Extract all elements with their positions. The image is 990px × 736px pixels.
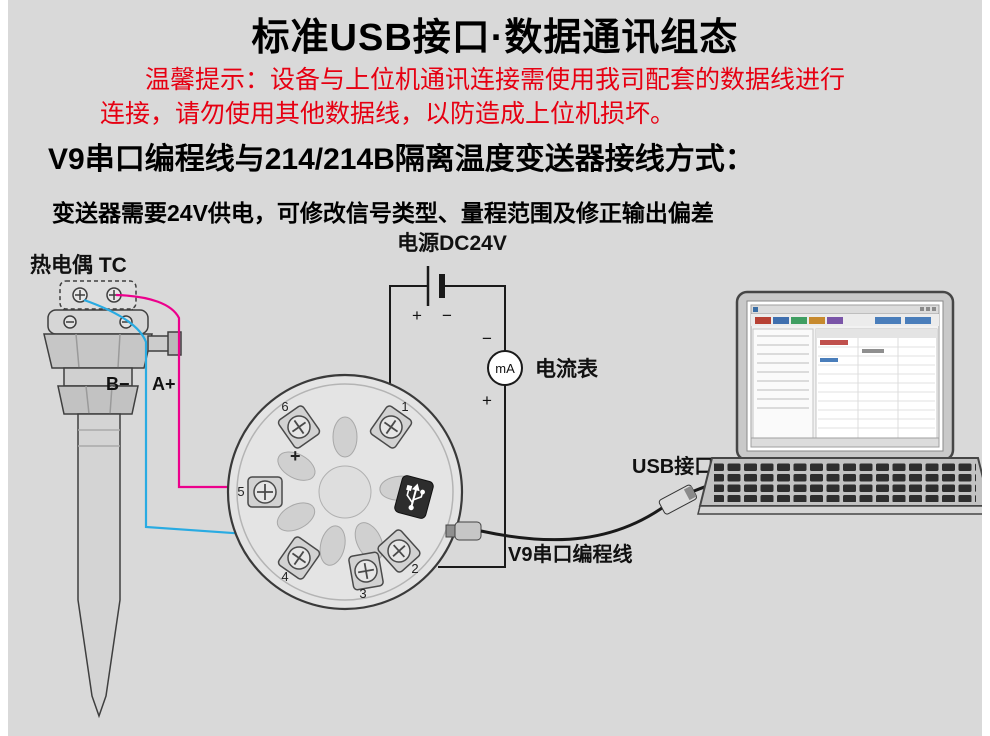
laptop-front-lip <box>697 505 990 515</box>
cable-connector <box>445 521 482 541</box>
laptop-screen-app <box>750 304 940 448</box>
transmitter-petals <box>276 416 421 566</box>
power-supply-label: 电源DC24V <box>397 232 507 255</box>
terminal-number-3: 3 <box>359 586 366 601</box>
terminal-screw-1 <box>369 405 413 449</box>
terminal-screw-5 <box>247 476 283 508</box>
thermocouple <box>43 280 182 719</box>
wire-battery-right <box>442 285 506 351</box>
wire-ammeter-loop <box>438 385 506 568</box>
laptop-keyboard <box>714 461 976 502</box>
ammeter-label: 电流表 <box>535 357 599 381</box>
ammeter-unit: mA <box>495 361 515 376</box>
thermocouple-probe-tube <box>77 413 121 719</box>
v9-cable-label: V9串口编程线 <box>508 542 632 566</box>
battery-symbol <box>389 266 506 424</box>
page-edge-left <box>0 0 8 736</box>
wire-a-label: A+ <box>152 374 176 394</box>
terminal-screw-6 <box>277 405 321 449</box>
temperature-transmitter: 1 2 3 4 5 6 + <box>226 373 464 611</box>
wire-b-label: B− <box>106 374 130 394</box>
wire-battery-left <box>389 285 428 424</box>
ammeter-plus-label: + <box>482 391 492 410</box>
usb-port-label: USB接口 <box>632 455 714 478</box>
terminal-number-5: 5 <box>237 484 244 499</box>
terminal-screw-3 <box>348 551 384 591</box>
sensor-wire-pink <box>115 293 250 489</box>
transmitter-plus-label: + <box>290 446 301 466</box>
section-description: 变送器需要24V供电，可修改信号类型、量程范围及修正输出偏差 <box>52 200 714 226</box>
section-subtitle: V9串口编程线与214/214B隔离温度变送器接线方式： <box>48 143 755 176</box>
terminal-number-6: 6 <box>281 399 288 414</box>
terminal-screw-2 <box>377 529 421 573</box>
page-title: 标准USB接口·数据通讯组态 <box>251 17 739 59</box>
ammeter: mA <box>438 350 523 568</box>
notice-line-2: 连接，请勿使用其他数据线，以防造成上位机损坏。 <box>100 100 676 128</box>
usb-plug <box>658 484 697 515</box>
sensor-wire-blue <box>83 298 277 538</box>
v9-programming-cable <box>480 506 663 542</box>
battery-plus-label: + <box>412 306 422 325</box>
laptop <box>697 290 990 515</box>
notice-line-1: 温馨提示：设备与上位机通讯连接需使用我司配套的数据线进行 <box>145 66 846 94</box>
terminal-number-2: 2 <box>411 561 418 576</box>
battery-minus-label: − <box>442 306 452 325</box>
ammeter-minus-label: − <box>482 329 492 348</box>
terminal-number-1: 1 <box>401 399 408 414</box>
usb-port-icon <box>394 475 434 519</box>
terminal-screw-4 <box>277 536 321 580</box>
terminal-number-4: 4 <box>281 569 288 584</box>
thermocouple-side-gland <box>147 335 171 352</box>
thermocouple-label: 热电偶 TC <box>30 253 127 277</box>
page-edge-right <box>982 0 990 736</box>
thermocouple-head-body <box>43 333 153 369</box>
thermocouple-head-cap <box>47 309 149 335</box>
